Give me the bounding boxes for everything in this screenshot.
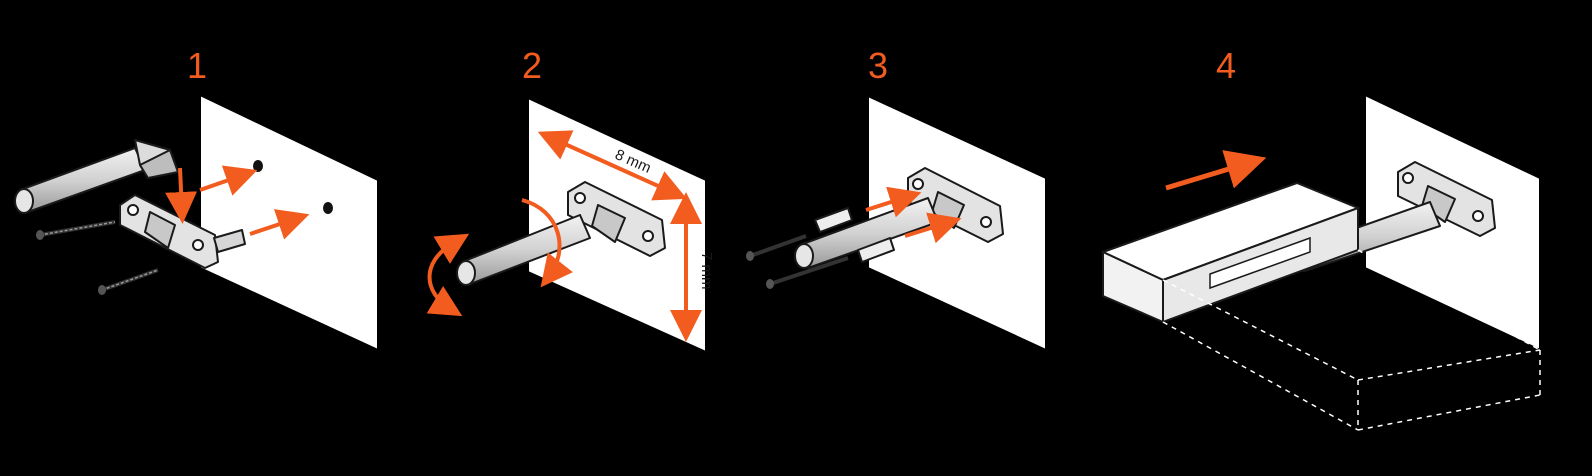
screw (746, 234, 807, 261)
tilt-arrow (426, 233, 470, 317)
step-4: 4 (1100, 45, 1541, 431)
step-number: 2 (522, 45, 542, 86)
insert-arrow (865, 186, 922, 218)
step-number: 1 (187, 45, 207, 86)
shelf-pin (14, 139, 179, 214)
insert-arrow (904, 212, 962, 244)
mounting-bracket (567, 181, 666, 257)
height-dimension-label: 7 mm (698, 252, 715, 290)
insert-arrow (249, 209, 310, 240)
step-3: 3 (746, 45, 1047, 352)
screw (36, 220, 116, 240)
step-number: 4 (1216, 45, 1236, 86)
screw (766, 256, 849, 289)
shelf-slot (1209, 236, 1311, 290)
shelf-board (1100, 181, 1361, 324)
rotate-arrow (521, 198, 573, 288)
drill-hole (323, 202, 333, 214)
slide-direction-arrow (1165, 150, 1267, 191)
wall-plug (857, 237, 895, 263)
wall-plug (814, 207, 853, 233)
step-number: 3 (868, 45, 888, 86)
step-2: 2 8 mm 7 mm (426, 45, 715, 354)
mounting-bracket (1397, 161, 1496, 237)
screw (98, 268, 159, 295)
mounting-bracket (119, 194, 246, 269)
shelf-ghost-outline (1162, 249, 1541, 431)
width-dimension-arrow (537, 130, 687, 201)
drill-hole (253, 160, 263, 172)
step-1: 1 (14, 45, 379, 352)
insert-arrow (165, 167, 198, 224)
insert-arrow (199, 165, 258, 196)
